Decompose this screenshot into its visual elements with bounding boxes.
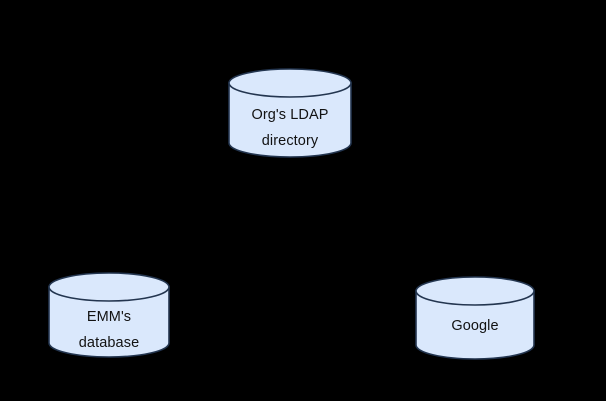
database-cylinder-icon [48, 272, 170, 358]
database-cylinder-icon [228, 68, 352, 158]
node-ldap-directory[interactable]: Org's LDAP directory [228, 68, 352, 158]
node-google[interactable]: Google [415, 276, 535, 360]
database-cylinder-icon [415, 276, 535, 360]
node-emm-database[interactable]: EMM's database [48, 272, 170, 358]
